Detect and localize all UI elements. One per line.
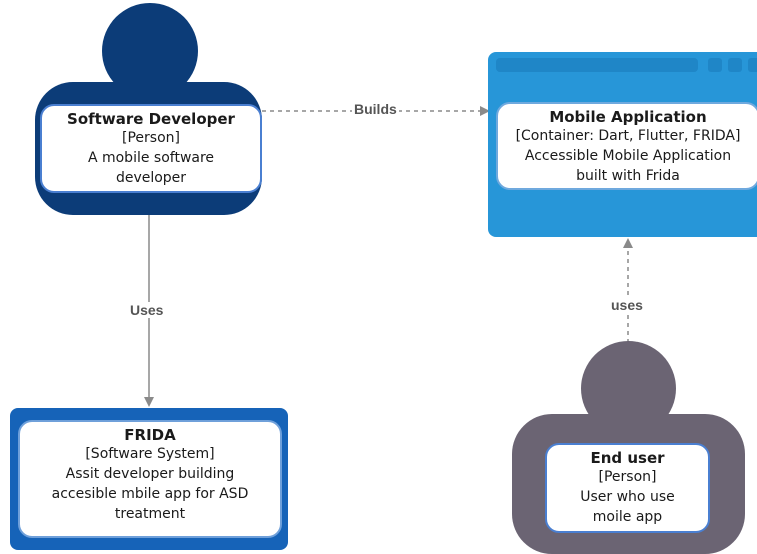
frida-desc-2: accesible mbile app for ASD [51, 486, 249, 502]
app-desc-1: Accessible Mobile Application [524, 148, 732, 164]
enduser-title: End user [590, 449, 665, 467]
app-title: Mobile Application [549, 108, 707, 126]
developer-desc-1: A mobile software [87, 150, 215, 166]
frida-card[interactable]: FRIDA [Software System] Assit developer … [18, 420, 282, 538]
app-desc-2: built with Frida [576, 168, 680, 184]
app-window-button-2 [728, 58, 742, 72]
uses-dev-label: Uses [128, 302, 166, 318]
developer-title: Software Developer [67, 110, 235, 128]
enduser-card[interactable]: End user [Person] User who use moile app [545, 443, 710, 533]
enduser-desc-1: User who use [580, 489, 675, 505]
app-window-button-3 [748, 58, 757, 72]
app-card[interactable]: Mobile Application [Container: Dart, Flu… [496, 102, 757, 190]
developer-desc-2: developer [115, 170, 187, 186]
frida-title: FRIDA [124, 426, 176, 444]
developer-type: [Person] [122, 130, 180, 146]
enduser-type: [Person] [598, 469, 657, 485]
uses-end-label: uses [609, 297, 645, 313]
app-type: [Container: Dart, Flutter, FRIDA] [515, 128, 741, 144]
frida-desc-1: Assit developer building [65, 466, 235, 482]
frida-type: [Software System] [85, 446, 215, 462]
app-window-bar [496, 58, 698, 72]
enduser-desc-2: moile app [592, 509, 663, 525]
builds-label: Builds [352, 101, 399, 117]
app-window-button-1 [708, 58, 722, 72]
frida-desc-3: treatment [114, 506, 186, 522]
developer-card[interactable]: Software Developer [Person] A mobile sof… [40, 104, 262, 193]
